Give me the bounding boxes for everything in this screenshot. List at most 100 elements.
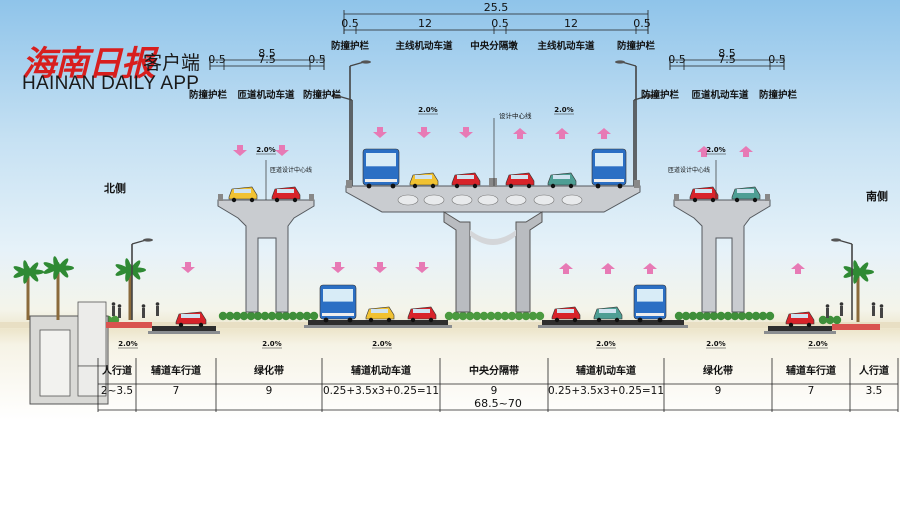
bottom-section-dim: 7	[808, 385, 815, 397]
car-ground-yellow-wheel	[368, 317, 374, 323]
arrow-up-ground	[791, 263, 805, 274]
arrow-down-main	[459, 127, 473, 138]
hedge-bush	[702, 311, 712, 321]
right-dim-part-label: 0.5	[668, 53, 686, 66]
car-ground-teal-wheel	[596, 317, 602, 323]
left-dim-lane-label: 防撞护栏	[189, 89, 228, 101]
arrow-down-ground	[415, 262, 429, 273]
pedestrian-head	[141, 304, 146, 308]
slope-label: 2.0%	[706, 340, 725, 348]
left-ramp-barrier	[218, 194, 223, 201]
hedge-bush	[239, 311, 249, 321]
car-main-red-wheel	[508, 183, 514, 189]
car-ground-red-window	[413, 309, 430, 313]
car-ground-red-wheel	[428, 317, 434, 323]
right-dim-lane-label: 匝道机动车道	[691, 89, 749, 101]
hedge-bush	[744, 311, 754, 321]
pedestrian-head	[839, 302, 844, 306]
car-ground-red-window	[557, 309, 574, 313]
pedestrian-figure	[156, 306, 159, 316]
car-ramp-left-yellow-wheel	[231, 197, 237, 203]
bus-ground-right-bumper	[636, 313, 664, 316]
arrow-up-ground	[559, 263, 573, 274]
car-ground-red-wheel	[572, 317, 578, 323]
bottom-section-label: 中央分隔带	[469, 364, 519, 377]
hedge-bush	[274, 311, 284, 321]
car-ramp-right-red-wheel	[710, 197, 716, 203]
car-ramp-left-red-wheel	[292, 197, 298, 203]
car-ramp-left-red-wheel	[274, 197, 280, 203]
hedge-bush	[267, 311, 277, 321]
bus-ground-right-wheel	[637, 317, 643, 323]
deck-cell	[533, 194, 555, 206]
slope-label: 2.0%	[372, 340, 391, 348]
pedestrian-figure	[118, 308, 121, 318]
hedge-bush	[253, 311, 263, 321]
arrow-down-main	[417, 127, 431, 138]
structure-upper	[77, 301, 107, 367]
palm-tree-trunk	[128, 270, 132, 320]
car-ground-teal-window	[599, 309, 616, 313]
street-lamp-main-right2-head	[645, 94, 655, 98]
street-lamp-ground-right-head	[831, 238, 841, 242]
hedge-bush	[681, 311, 691, 321]
pedestrian-figure	[826, 308, 829, 318]
arrow-down-ground	[181, 262, 195, 273]
ground-roadway	[542, 320, 684, 325]
bottom-section-dim: 7	[173, 385, 180, 397]
arrow-down-ground	[373, 262, 387, 273]
right-ramp-barrier	[674, 194, 679, 201]
car-main-yellow-wheel	[430, 183, 436, 189]
left-dim-part-label: 0.5	[208, 53, 226, 66]
hedge-bush	[218, 311, 228, 321]
logo-sub: 客户端	[143, 52, 201, 74]
hedge-bush	[695, 311, 705, 321]
main-pier-left	[443, 211, 471, 313]
car-ground-yellow-wheel	[386, 317, 392, 323]
pedestrian-head	[117, 304, 122, 308]
south-side-label: 南侧	[866, 190, 888, 203]
bus-main-left-window	[366, 153, 396, 167]
car-main-teal-window	[553, 175, 570, 179]
bottom-total-label: 68.5~70	[474, 397, 522, 410]
bottom-section-label: 绿化带	[254, 364, 284, 377]
bottom-section-dim: 9	[266, 385, 273, 397]
car-ground-red-wheel	[806, 322, 812, 328]
car-main-yellow-wheel	[412, 183, 418, 189]
top-dim-total-label: 25.5	[484, 1, 509, 14]
arrow-up-ground	[601, 263, 615, 274]
bus-ground-right-window	[637, 289, 663, 302]
right-dim-lane-label: 防撞护栏	[759, 89, 798, 101]
sidewalk-left-surface	[106, 322, 152, 328]
left-ramp-barrier	[309, 194, 314, 201]
palm-tree-trunk	[26, 272, 30, 320]
bus-main-right-wheel	[595, 183, 601, 189]
slope-label: 2.0%	[418, 106, 437, 114]
car-ramp-right-teal-wheel	[752, 197, 758, 203]
bottom-section-label: 辅道机动车道	[351, 364, 411, 377]
bottom-section-dim: 0.25+3.5x3+0.25=11	[548, 385, 664, 397]
bottom-section-label: 人行道	[102, 364, 132, 377]
slope-label: 2.0%	[554, 106, 573, 114]
arrow-up-main	[513, 128, 527, 139]
palm-tree-trunk	[56, 268, 60, 320]
car-ramp-left-red-window	[277, 189, 294, 193]
left-dim-lane-label: 防撞护栏	[303, 89, 342, 101]
top-dim-part-label: 0.5	[633, 17, 651, 30]
right-dim-part-label: 0.5	[768, 53, 786, 66]
logo-cn: 海南日报	[22, 44, 155, 84]
pedestrian-head	[155, 302, 160, 306]
hedge-bush	[281, 311, 291, 321]
right-dim-part-label: 7.5	[718, 53, 736, 66]
palm-tree-trunk	[856, 272, 860, 322]
hedge-bush	[737, 311, 747, 321]
arrow-down-main	[373, 127, 387, 138]
main-pier-right	[515, 211, 543, 313]
hedge-bush	[458, 311, 468, 321]
pier-arch	[470, 230, 516, 245]
hedge-bush	[472, 311, 482, 321]
street-lamp-main-left-head	[361, 60, 371, 64]
pedestrian-figure	[142, 308, 145, 318]
slope-label: 2.0%	[118, 340, 137, 348]
